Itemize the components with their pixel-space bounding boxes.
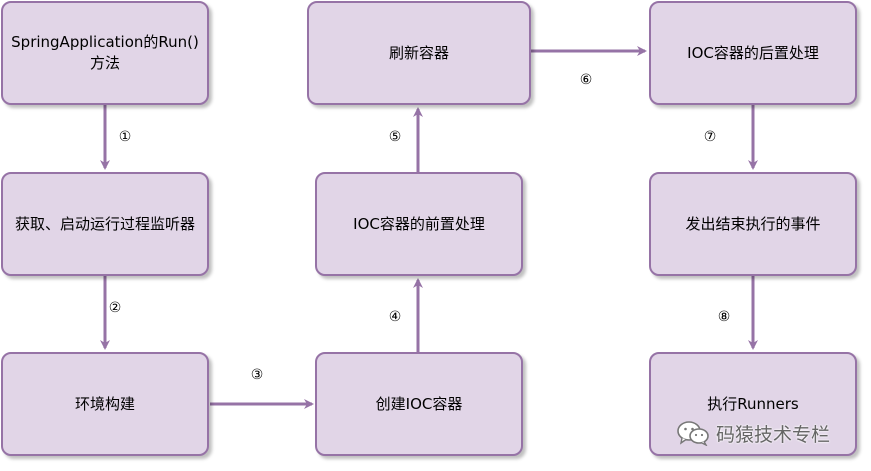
node-spring-run-label: SpringApplication的Run()方法	[11, 33, 199, 72]
node-publish-event-label: 发出结束执行的事件	[685, 214, 821, 233]
step-label-1: ①	[118, 129, 132, 145]
step-label-2: ②	[108, 300, 122, 316]
node-create-ioc: 创建IOC容器	[315, 352, 523, 456]
node-refresh-label: 刷新容器	[388, 43, 449, 62]
node-get-listeners: 获取、启动运行过程监听器	[1, 172, 209, 276]
node-env-build: 环境构建	[1, 352, 209, 456]
watermark: 码猿技术专栏	[676, 419, 830, 447]
node-run-runners-label: 执行Runners	[707, 394, 799, 413]
node-ioc-post-label: IOC容器的后置处理	[687, 43, 819, 62]
node-get-listeners-label: 获取、启动运行过程监听器	[14, 214, 195, 233]
node-refresh: 刷新容器	[307, 1, 531, 105]
step-label-8: ⑧	[717, 309, 731, 325]
step-label-5: ⑤	[388, 129, 402, 145]
node-ioc-post: IOC容器的后置处理	[649, 1, 857, 105]
step-label-6: ⑥	[579, 72, 593, 88]
step-label-7: ⑦	[703, 129, 717, 145]
node-spring-run: SpringApplication的Run()方法	[1, 1, 209, 105]
node-publish-event: 发出结束执行的事件	[649, 172, 857, 276]
node-ioc-pre: IOC容器的前置处理	[315, 172, 523, 276]
step-label-3: ③	[250, 367, 264, 383]
watermark-text: 码猿技术专栏	[716, 423, 831, 446]
node-create-ioc-label: 创建IOC容器	[375, 394, 463, 413]
node-env-build-label: 环境构建	[74, 394, 135, 413]
wechat-icon	[677, 421, 709, 446]
node-ioc-pre-label: IOC容器的前置处理	[353, 214, 485, 233]
step-label-4: ④	[388, 309, 402, 325]
